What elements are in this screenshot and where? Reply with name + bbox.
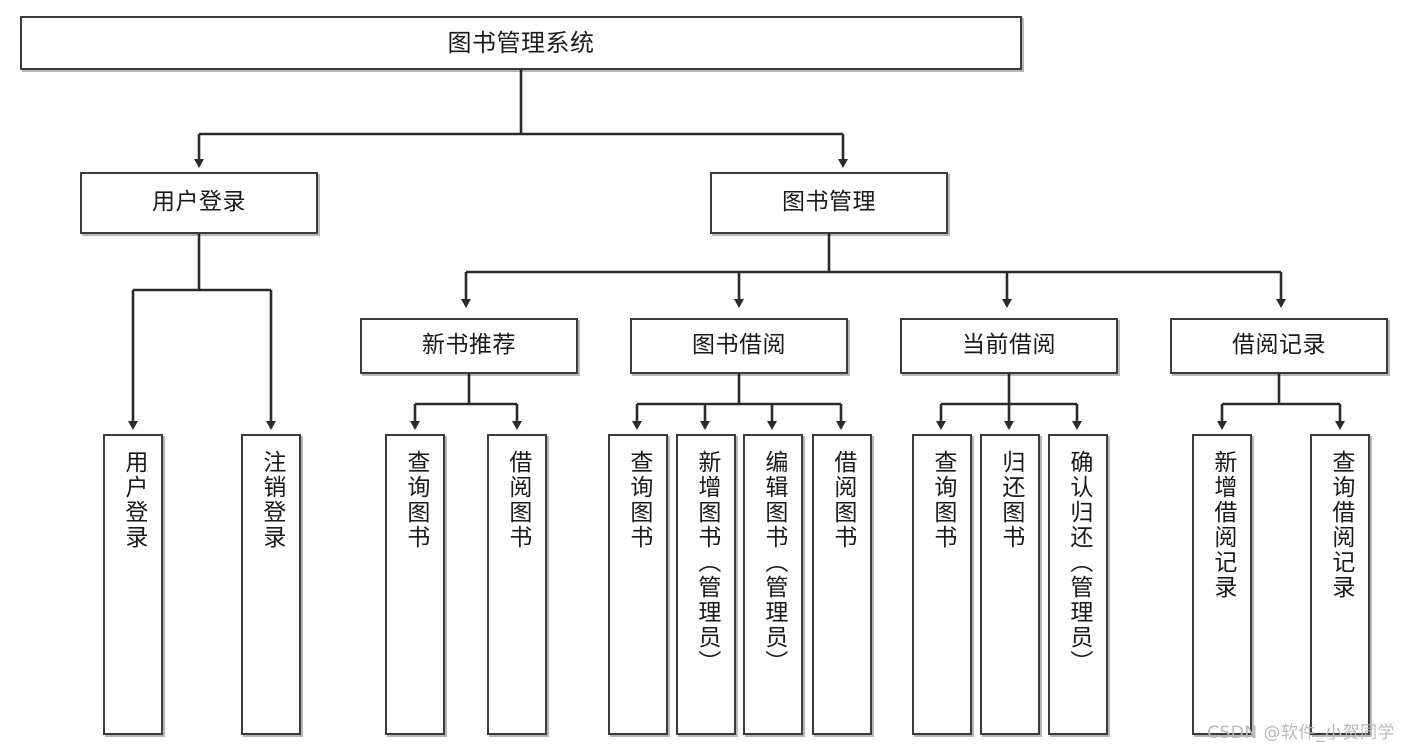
node-root[interactable]: 图书管理系统	[20, 16, 1022, 70]
leaf-nbr-query-book-label: 查询图书	[402, 450, 429, 550]
node-new-book-recommend-label: 新书推荐	[422, 332, 516, 359]
leaf-user-login-label: 用户登录	[120, 450, 147, 550]
node-borrow-record[interactable]: 借阅记录	[1170, 318, 1388, 374]
leaf-user-logout[interactable]: 注销登录	[241, 434, 301, 735]
node-borrow-record-label: 借阅记录	[1232, 332, 1326, 359]
leaf-cb-confirm-return-label: 确认归还（管理员）	[1065, 450, 1092, 675]
node-current-borrow[interactable]: 当前借阅	[900, 318, 1118, 374]
leaf-nbr-borrow-book[interactable]: 借阅图书	[487, 434, 547, 735]
leaf-cb-query-book[interactable]: 查询图书	[912, 434, 972, 735]
node-book-borrow[interactable]: 图书借阅	[630, 318, 848, 374]
node-book-borrow-label: 图书借阅	[692, 332, 786, 359]
leaf-user-logout-label: 注销登录	[258, 450, 285, 550]
watermark: CSDN @软件_小贺同学	[1207, 723, 1395, 743]
leaf-bb-borrow-book-label: 借阅图书	[829, 450, 856, 550]
node-new-book-recommend[interactable]: 新书推荐	[360, 318, 578, 374]
leaf-br-query-record[interactable]: 查询借阅记录	[1310, 434, 1370, 735]
node-book-management[interactable]: 图书管理	[710, 172, 948, 234]
leaf-br-add-record-label: 新增借阅记录	[1209, 450, 1236, 600]
leaf-cb-return-book[interactable]: 归还图书	[980, 434, 1040, 735]
leaf-cb-confirm-return[interactable]: 确认归还（管理员）	[1048, 434, 1108, 735]
leaf-cb-query-book-label: 查询图书	[929, 450, 956, 550]
leaf-bb-query-book[interactable]: 查询图书	[608, 434, 668, 735]
node-user-login[interactable]: 用户登录	[80, 172, 318, 234]
node-book-management-label: 图书管理	[782, 189, 876, 216]
node-root-label: 图书管理系统	[447, 28, 595, 57]
node-user-login-label: 用户登录	[152, 189, 246, 216]
leaf-br-query-record-label: 查询借阅记录	[1327, 450, 1354, 600]
leaf-nbr-query-book[interactable]: 查询图书	[385, 434, 445, 735]
leaf-bb-add-book[interactable]: 新增图书（管理员）	[676, 434, 736, 735]
leaf-bb-add-book-label: 新增图书（管理员）	[693, 450, 720, 675]
leaf-bb-query-book-label: 查询图书	[625, 450, 652, 550]
leaf-bb-borrow-book[interactable]: 借阅图书	[812, 434, 872, 735]
leaf-user-login[interactable]: 用户登录	[103, 434, 163, 735]
leaf-br-add-record[interactable]: 新增借阅记录	[1192, 434, 1252, 735]
leaf-bb-edit-book[interactable]: 编辑图书（管理员）	[743, 434, 803, 735]
node-current-borrow-label: 当前借阅	[962, 332, 1056, 359]
leaf-nbr-borrow-book-label: 借阅图书	[504, 450, 531, 550]
leaf-cb-return-book-label: 归还图书	[997, 450, 1024, 550]
leaf-bb-edit-book-label: 编辑图书（管理员）	[760, 450, 787, 675]
